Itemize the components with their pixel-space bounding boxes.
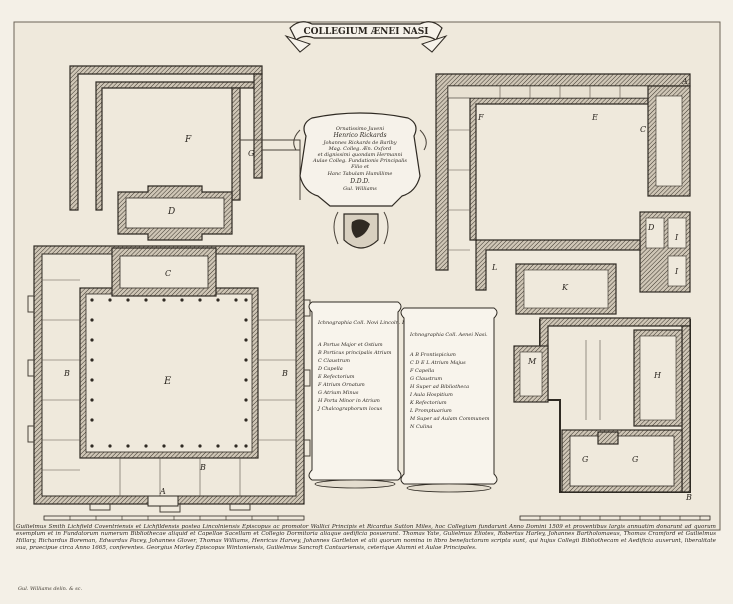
legend-left-item: E Refectorium (317, 374, 355, 380)
label-g-court-right: G (632, 455, 639, 464)
legend-right-item: C D E L Atrium Majus (410, 360, 466, 366)
cartouche-line: Ornatissimo Juveni (336, 126, 385, 132)
label-k: K (561, 283, 569, 292)
artist-credit: Gul. Williams delin. & sc. (18, 586, 83, 592)
cartouche-line: Aulae Colleg. Fundationis Principalis (312, 158, 407, 164)
cartouche-line: Mag. Colleg. Æn. Oxford (328, 146, 392, 152)
legend-right-item: H Super ad Bibliotheca (409, 384, 469, 390)
legend-left-item: A Portus Major et Ostium (317, 342, 383, 348)
cartouche-line: Hanc Tabulam Humillime (327, 171, 393, 177)
right-college-plan (435, 73, 691, 493)
legend-left-item: G Atrium Minus (318, 390, 359, 396)
label-e-right: E (591, 113, 598, 122)
label-b-east: B (281, 369, 288, 378)
plan-labels: F G D C E B B B A A C E F L K D I I H M … (63, 77, 692, 502)
cartouche-line: Filio et (350, 164, 370, 170)
legend-left-item: C Claustrum (318, 358, 350, 364)
label-f-right: F (477, 113, 484, 122)
label-b-right: B (685, 493, 692, 502)
main-quadrangle (27, 245, 311, 513)
left-college-north-range (69, 65, 301, 211)
label-c: C (165, 269, 171, 278)
label-f: F (184, 135, 192, 145)
scale-bar-right (519, 515, 711, 521)
label-c-right: C (640, 125, 646, 134)
label-g: G (248, 149, 255, 158)
legend-right-heading: Ichnographia Coll. Aenei Nasi. (409, 332, 488, 338)
label-i-upper: I (674, 233, 679, 242)
label-a-gate: A (159, 487, 166, 496)
banner-title: COLLEGIUM ÆNEI NASI (303, 27, 428, 37)
legend-right-item: K Refectorium (409, 400, 447, 406)
cartouche-line: D.D.D. (349, 178, 370, 185)
legend-right-item: F Capella (409, 368, 434, 374)
legend-right-item: L Promptuarium (409, 408, 452, 414)
footnote-text: Guilielmus Smith Lichfield Coventriensis… (16, 524, 716, 551)
dedication-cartouche: Ornatissimo Juveni Henrico Rickards Joha… (293, 112, 427, 207)
legend-left-item: H Porta Minor in Atrium (317, 398, 380, 404)
legend-left-heading: Ichnographia Coll. Novi Lincoln. Dar. re… (317, 320, 444, 326)
cartouche-line: Henrico Rickards (332, 132, 386, 139)
label-h: H (653, 371, 662, 380)
title-banner: COLLEGIUM ÆNEI NASI (284, 21, 448, 53)
label-i-lower: I (674, 267, 679, 276)
label-e: E (163, 376, 172, 387)
legend-scroll-right: Ichnographia Coll. Aenei Nasi. A B Front… (400, 307, 498, 493)
label-m: M (527, 357, 537, 366)
cartouche-line: Johannes Rickards de Barlby (322, 140, 396, 146)
coat-of-arms-icon (333, 211, 389, 249)
cartouche-line: Gul. Williams (343, 186, 377, 192)
legend-right-item: N Culina (409, 424, 432, 430)
cartouche-line: et dignissimi quondam Hermanni (318, 152, 403, 158)
legend-scroll-left: Ichnographia Coll. Novi Lincoln. Dar. re… (308, 301, 444, 489)
legend-left-item: B Porticus principalis Atrium (317, 350, 392, 356)
label-g-court-left: G (582, 455, 589, 464)
label-d: D (167, 207, 175, 217)
label-l: L (491, 263, 497, 272)
label-b-south: B (199, 463, 206, 472)
legend-left-item: D Capella (317, 366, 343, 372)
legend-right-item: G Claustrum (410, 376, 442, 382)
legend-right-item: I Aula Hospitium (409, 392, 453, 398)
scale-bar-left (43, 515, 305, 521)
legend-right-item: A B Frontispicium (409, 352, 456, 358)
label-d-right: D (647, 223, 655, 232)
label-a-top: A (681, 77, 688, 86)
legend-left-item: F Atrium Ornatum (317, 382, 365, 388)
legend-left-item: J Chalcographorum locus (317, 406, 383, 412)
legend-right-item: M Super ad Aulam Communem (409, 416, 490, 422)
label-b-west: B (63, 369, 70, 378)
block-d (117, 185, 233, 241)
